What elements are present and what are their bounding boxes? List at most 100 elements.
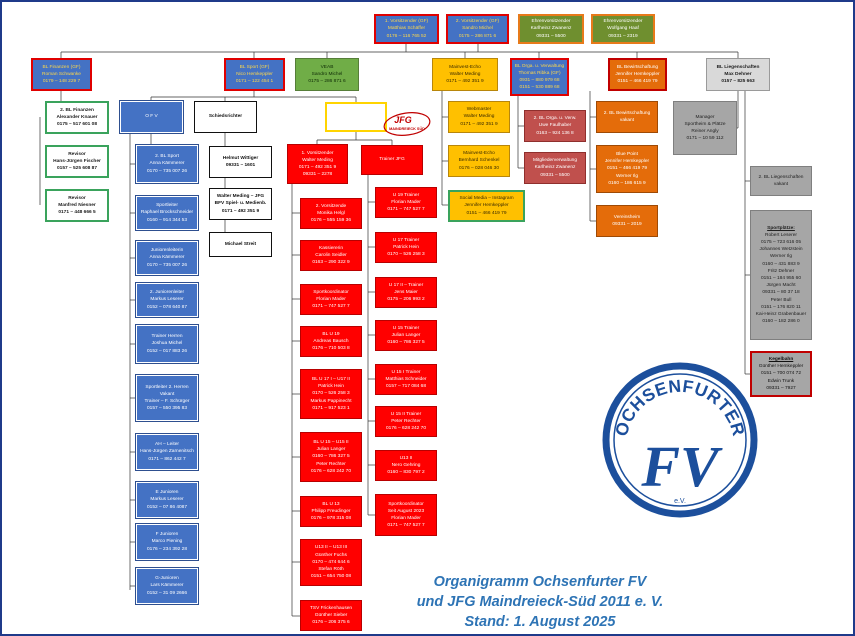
box-manager-line-4: 0171 – 10 59 112 bbox=[686, 136, 724, 142]
box-bl-u19-line-2: Andreas Bausch bbox=[313, 338, 349, 344]
box-u17-trainer-line-1: U 17 Trainer bbox=[392, 237, 420, 243]
box-mainvest-echo2-line-2: Bernhard Schenkel bbox=[458, 158, 500, 164]
box-u15ii2-trainer-line-3: 0176 – 628 242 70 bbox=[385, 426, 426, 432]
box-bl-u17-line-2: Patrick Hein bbox=[318, 384, 344, 390]
box-bl-sport2-line-3: 0170 – 735 007 26 bbox=[146, 168, 187, 174]
box-social-media-line-3: 0151 – 466 419 79 bbox=[466, 210, 507, 216]
box-vereinsheim-line-1: Vereinsheim bbox=[613, 214, 641, 220]
box-jugendleiter2-line-2: Markus Leserer bbox=[150, 297, 184, 303]
box-kassiererin-line-2: Carolin Seidler bbox=[315, 252, 347, 258]
box-ofv: O F V bbox=[119, 100, 184, 134]
box-u13ii-trainer-line-1: U13 II bbox=[399, 455, 413, 461]
box-jfg-vorsitz-line-1: 1. Vorsitzender bbox=[301, 150, 334, 156]
box-u15-trainer-line-2: Julian Langer bbox=[391, 332, 421, 338]
box-bl-u13-line-1: BL U 13 bbox=[322, 501, 340, 507]
box-jfg-vorsitz2-line-3: 0176 – 555 159 36 bbox=[310, 218, 351, 224]
box-ehrenvorsitzender1-line-2: Karlheinz Zwanenz bbox=[530, 26, 572, 32]
logo-suffix: e.V. bbox=[674, 498, 686, 505]
box-veab-line-1: VEAB bbox=[320, 64, 334, 70]
box-tsv-line-2: Günther Sieber bbox=[314, 612, 348, 618]
box-trainer-herren-line-2: Joshua Michel bbox=[151, 341, 183, 347]
box-sportkoord1-line-3: 0171 – 747 527 7 bbox=[312, 304, 350, 310]
box-u13-line-2: Günther Fuchs bbox=[315, 552, 347, 558]
box-mainvest-echo-line-3: 0171 – 492 351 9 bbox=[446, 79, 484, 85]
ochsenfurter-fv-logo: OCHSENFURTER FV e.V. bbox=[602, 362, 758, 518]
box-bl-liegenschaften-line-3: 0157 – 825 663 bbox=[721, 79, 755, 85]
box-e-junioren-line-1: E Junioren bbox=[155, 490, 179, 496]
box-ah-leiter-line-1: AH – Leiter bbox=[155, 442, 179, 448]
box-mainvest-echo2-line-1: Mainvest-Echo bbox=[463, 151, 495, 157]
box-bl-sport-line-3: 0171 – 122 454 1 bbox=[235, 79, 274, 85]
box-bl-u17-line-4: Markus Pappinecht bbox=[310, 398, 352, 404]
box-sportplaetze-line-13: Kai-Heinz Grabenbauer bbox=[755, 312, 807, 318]
box-trainer-jfg-line-1: Trainer JFG bbox=[379, 157, 405, 163]
box-u13-line-3: 0170 – 474 644 6 bbox=[312, 559, 350, 565]
box-kegelbahn-line-5: 09331 – 7927 bbox=[766, 385, 796, 391]
box-sportplaetze-line-1: Sportplätze: bbox=[767, 225, 795, 231]
box-sportplaetze-line-7: Fritz Dehner bbox=[767, 268, 795, 274]
box-sportleiter2-line-2: Vakant bbox=[159, 391, 175, 397]
box-u17-trainer-line-2: Patrick Hein bbox=[393, 244, 419, 250]
box-bl-bewirt2-line-1: 2. BL Bewirtschaftung bbox=[603, 110, 651, 116]
box-kassiererin-line-3: 0163 – 290 322 9 bbox=[312, 260, 350, 266]
box-bl-u15-line-5: 0176 – 628 242 70 bbox=[310, 468, 351, 474]
box-sportleiter2-line-4: 0157 – 550 395 83 bbox=[146, 406, 187, 412]
box-bl-u15-line-2: Julian Langer bbox=[316, 447, 346, 453]
box-sportplaetze-line-5: Werner Ilg bbox=[769, 254, 793, 260]
box-sportkoord1-line-2: Florian Mader bbox=[316, 296, 346, 302]
box-schiri2-line-3: 0171 – 492 351 9 bbox=[221, 208, 260, 214]
box-u13ii-trainer-line-2: Nero Gehring bbox=[391, 462, 421, 468]
box-bl-liegen2-line-2: vakant bbox=[773, 182, 789, 187]
box-sportplaetze-line-2: Robert Leserer bbox=[765, 232, 797, 238]
box-bl-sport-line-1: BL Sport (GF) bbox=[239, 64, 270, 70]
box-blue-point-line-2: Jennifer Hemkeppler bbox=[604, 159, 650, 165]
box-trainer-herren-line-3: 0152 – 017 883 26 bbox=[146, 348, 187, 354]
box-ehrenvorsitzender2-line-1: Ehrenvorsitzender bbox=[603, 19, 643, 25]
box-jfg-vorsitz-line-3: 0171 – 492 351 9 bbox=[298, 165, 337, 170]
box-bl-orga2-line-1: 2. BL Orga. u. Verw. bbox=[533, 116, 577, 122]
box-schiri1-line-2: 09331 – 1601 bbox=[225, 163, 256, 168]
box-bl-sport-line-2: Nico Hemkeppler bbox=[236, 71, 273, 77]
box-jugendleiterin-line-1: Juniorenleiterin bbox=[150, 248, 184, 254]
box-sportleiter-line-2: Raphael Brockschneider bbox=[140, 210, 194, 216]
box-social-media-line-1: Social Media – Instagram bbox=[459, 196, 514, 202]
box-bl-finanzen-line-3: 0179 – 148 229 7 bbox=[42, 79, 81, 85]
box-jugendleiterin-line-3: 0170 – 735 007 26 bbox=[146, 262, 187, 268]
box-jugendleiterin-line-2: Anna Kämmerer bbox=[149, 255, 185, 261]
box-u15ii2-trainer-line-1: U 15 II Trainer bbox=[390, 411, 422, 417]
box-kegelbahn-line-2: Günther Hemkeppler bbox=[758, 364, 804, 370]
box-bl-orga-line-3: 0931 – 880 979 68 bbox=[519, 78, 560, 83]
box-sportplaetze-line-11: Peter Bull bbox=[770, 297, 792, 303]
box-social-media-line-2: Jennifer Hemkeppler bbox=[464, 203, 509, 209]
box-vereinsheim-line-2: 09331 – 2019 bbox=[612, 222, 642, 227]
box-mitgliederverw-line-3: 09331 – 5500 bbox=[540, 172, 570, 178]
box-ah-leiter-line-2: Hans-Jürgen Zarnenitsch bbox=[140, 449, 194, 455]
box-bl-u13-line-3: 0176 – 978 315 08 bbox=[310, 516, 351, 522]
box-e-junioren-line-2: Markus Leserer bbox=[150, 497, 184, 503]
box-bl-u13-line-2: Philipp Freudinger bbox=[311, 508, 351, 514]
box-u13-line-1: U13 II – U13 III bbox=[314, 545, 348, 551]
